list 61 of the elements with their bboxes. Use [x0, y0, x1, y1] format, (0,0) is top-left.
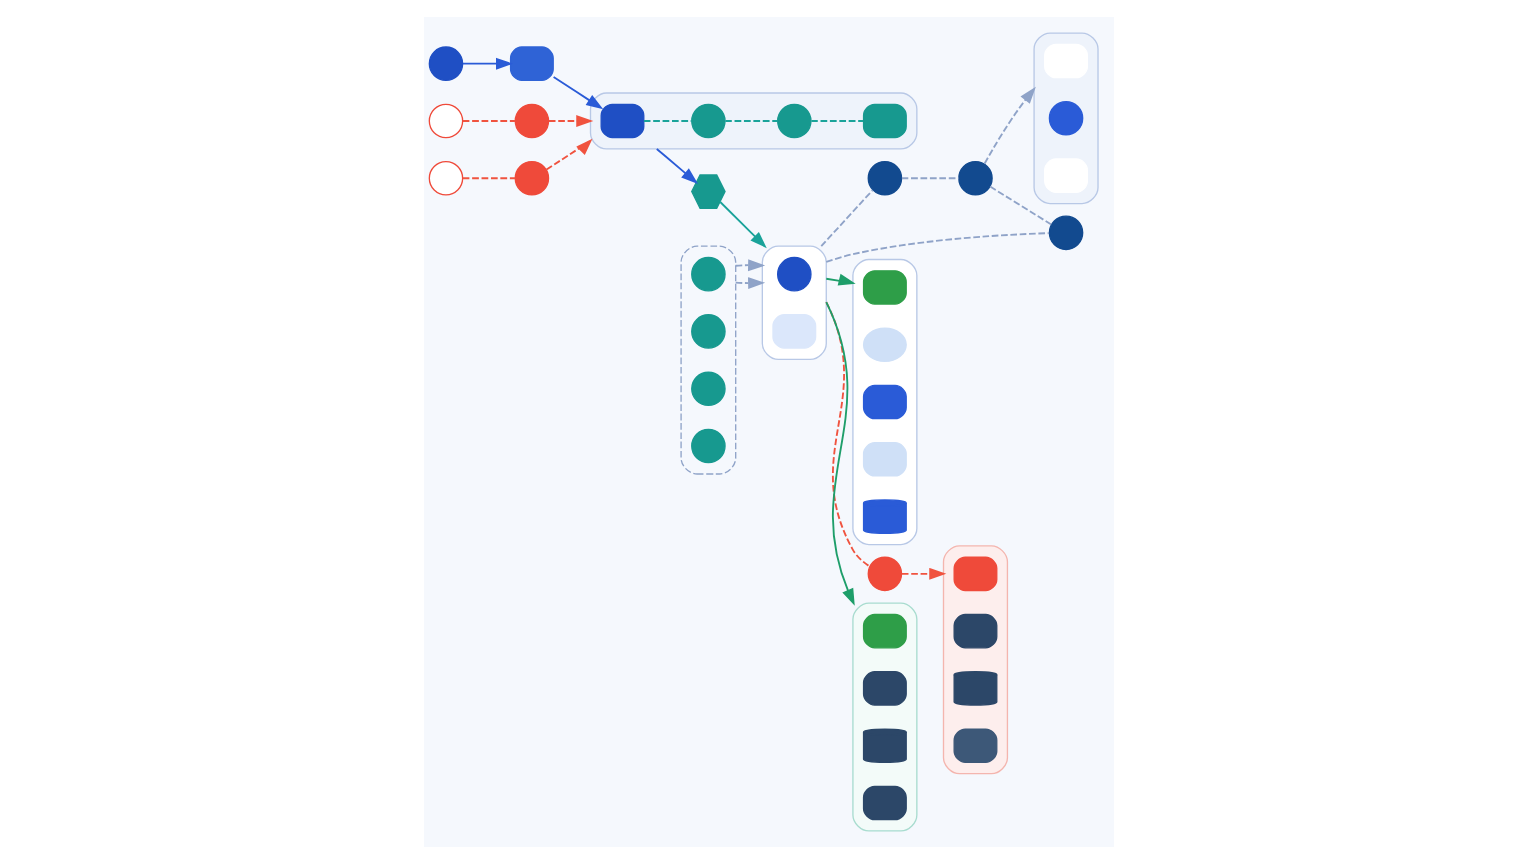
arrow: [461, 57, 513, 70]
node-circle: [690, 314, 725, 349]
arrow: [654, 148, 698, 184]
connector: [723, 120, 778, 122]
node-box: [508, 46, 553, 81]
arrow: [718, 201, 766, 249]
node-box: [861, 785, 906, 821]
cluster: [679, 245, 736, 475]
arrow: [544, 138, 592, 171]
arrow: [824, 301, 854, 606]
cluster: [851, 602, 917, 832]
connector: [809, 120, 863, 122]
cluster: [588, 92, 917, 150]
node-box: [861, 442, 906, 477]
connector: [824, 232, 1050, 263]
node-box: [599, 103, 644, 139]
cluster: [1032, 32, 1098, 205]
node-box: [861, 384, 906, 420]
arrow: [900, 567, 946, 580]
node-box: [771, 314, 816, 349]
arrow: [733, 277, 765, 290]
connector: [988, 185, 1052, 226]
node-circle: [776, 103, 811, 139]
arrow: [982, 86, 1035, 165]
node-box: [952, 556, 997, 592]
node-circle: [513, 103, 549, 139]
arrow: [547, 115, 593, 127]
node-circle: [1047, 101, 1083, 136]
node-circle: [690, 103, 725, 139]
connector: [461, 177, 515, 180]
connector: [642, 120, 692, 122]
node-circle: [427, 160, 463, 196]
node-box: [861, 613, 906, 649]
connector: [461, 120, 515, 122]
node-box: [952, 613, 997, 649]
node-circle: [1047, 215, 1083, 251]
connector: [900, 177, 959, 180]
node-circle: [513, 160, 549, 196]
node-box: [861, 103, 906, 139]
node-cloud: [861, 327, 906, 363]
node-box: [861, 270, 906, 305]
node-circle: [866, 556, 902, 592]
node-circle: [690, 428, 725, 464]
node-hexagon: [690, 174, 725, 209]
arrow: [733, 259, 765, 272]
cluster: [760, 245, 826, 361]
node-circle: [866, 160, 902, 196]
node-box: [952, 728, 997, 763]
cluster: [851, 258, 917, 546]
node-circle: [690, 371, 725, 407]
arrow: [551, 76, 603, 110]
arrow: [824, 273, 855, 286]
node-circle: [690, 256, 725, 292]
node-circle: [427, 46, 463, 81]
cluster: [941, 545, 1008, 775]
node-circle: [957, 160, 992, 196]
node-circle: [427, 103, 463, 139]
connector: [824, 301, 870, 568]
connector: [819, 189, 873, 248]
node-circle: [776, 256, 811, 292]
node-box: [861, 671, 906, 706]
